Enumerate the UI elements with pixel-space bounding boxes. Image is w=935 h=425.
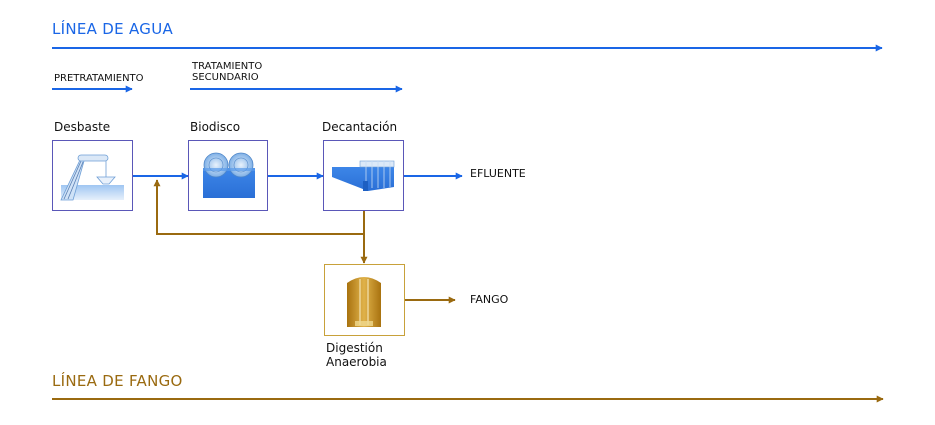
screening-label: Desbaste (54, 120, 111, 134)
secondary-treatment-label-line2: SECUNDARIO (192, 72, 259, 83)
secondary-treatment-label-line1: TRATAMIENTO (192, 61, 263, 72)
effluent-label: EFLUENTE (470, 167, 526, 180)
digestion-label-line1: Digestión (326, 341, 383, 355)
biodisc-label: Biodisco (190, 120, 241, 134)
settling-label: Decantación (322, 120, 398, 134)
biodisc-box (188, 140, 268, 211)
sludge-line-title: LÍNEA DE FANGO (52, 372, 183, 390)
digestion-label-line2: Anaerobia (326, 355, 387, 369)
clarifier-tank-icon (332, 160, 395, 191)
digestion-box (324, 264, 405, 336)
settling-box (323, 140, 404, 211)
sludge-recirculation-arrow (153, 179, 365, 235)
pretreatment-label: PRETRATAMIENTO (54, 73, 144, 84)
water-line-title: LÍNEA DE AGUA (52, 20, 174, 38)
screening-grid-icon (60, 154, 124, 201)
sludge-output-label: FANGO (470, 293, 509, 306)
anaerobic-digester-icon (347, 277, 381, 327)
secondary-treatment-label: TRATAMIENTO SECUNDARIO (192, 61, 262, 83)
digestion-label: Digestión Anaerobia (326, 341, 387, 369)
rotating-biodisc-icon (203, 152, 255, 198)
screening-box (52, 140, 133, 211)
